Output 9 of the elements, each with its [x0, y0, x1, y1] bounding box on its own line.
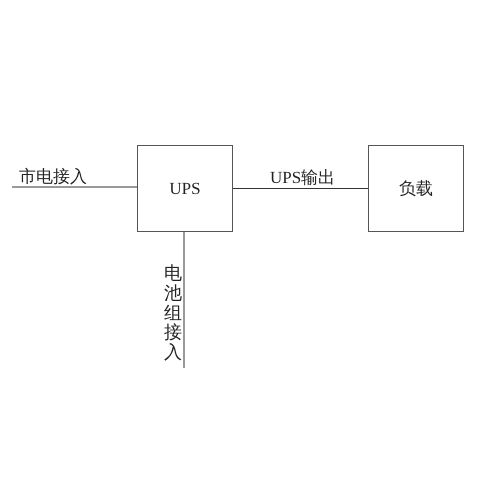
edge-label: 电池组接入 — [164, 264, 182, 363]
process-box — [137, 145, 233, 232]
process-box — [368, 145, 464, 232]
connector-line — [12, 186, 138, 188]
node-label: UPS — [169, 180, 201, 197]
node-label: 负载 — [399, 180, 433, 197]
connector-line — [232, 188, 368, 189]
edge-label: UPS输出 — [270, 169, 336, 186]
edge-label: 市电接入 — [19, 168, 87, 185]
